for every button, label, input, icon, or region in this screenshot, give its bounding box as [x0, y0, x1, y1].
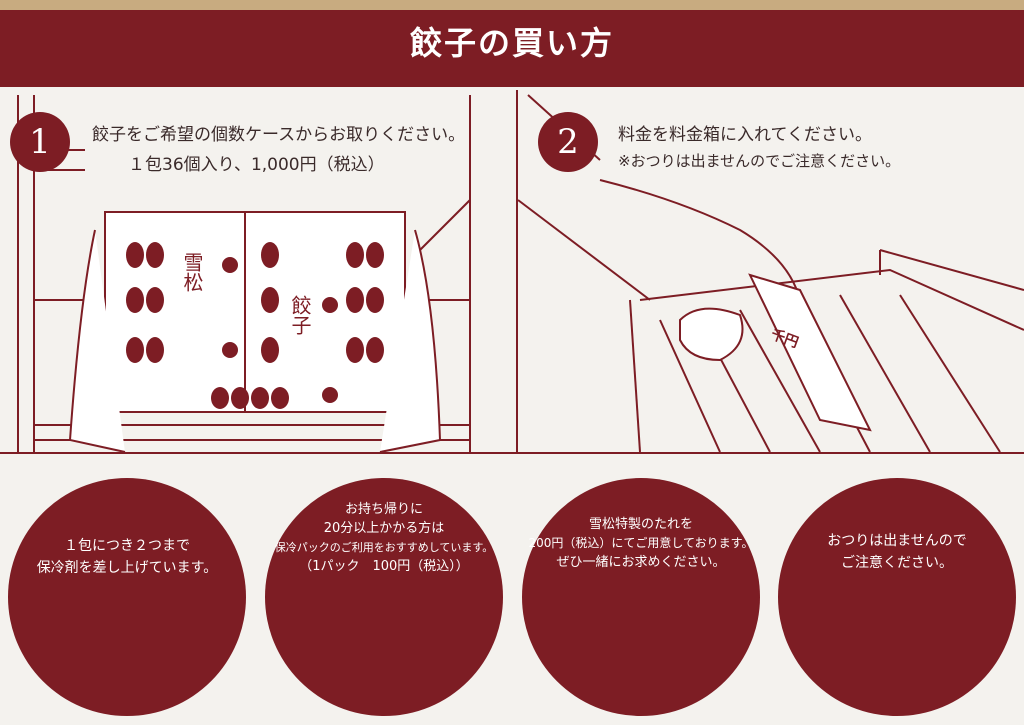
step1-number: 1 — [10, 112, 70, 172]
circle1-line1: １包につき２つまで — [64, 538, 190, 554]
money-box-illustration — [517, 94, 1024, 453]
circle3-line1: 雪松特製のたれを — [588, 517, 693, 532]
page-title: 餃子の買い方 — [409, 24, 614, 62]
wood-edge — [0, 0, 1024, 10]
circle-ice-pack — [8, 478, 246, 716]
circle2-line4: （1パック 100円（税込）） — [299, 559, 469, 574]
circle3-line3: ぜひ一緒にお求めください。 — [556, 555, 726, 570]
step1-panel — [0, 90, 518, 452]
divider — [0, 452, 1024, 454]
circle4-line1: おつりは出ませんので — [827, 533, 967, 549]
circle-no-change — [778, 478, 1016, 716]
circle2-line3: 保冷パックのご利用をおすすめしています。 — [274, 541, 494, 554]
gyoza-package-illustration — [68, 211, 442, 453]
circle2-line1: お持ち帰りに — [344, 502, 423, 517]
circle4-line2: ご注意ください。 — [841, 555, 953, 571]
circle1-text: １包につき２つまで 保冷剤を差し上げています。 — [8, 535, 246, 579]
title-banner — [0, 10, 1024, 87]
circle-cooler-bag — [265, 478, 503, 716]
step1-line1: 餃子をご希望の個数ケースからお取りください。 — [92, 125, 466, 145]
step2-line1: 料金を料金箱に入れてください。 — [618, 125, 872, 145]
circle2-text: お持ち帰りに 20分以上かかる方は 保冷パックのご利用をおすすめしています。 （… — [265, 500, 503, 576]
circle-sauce — [522, 478, 760, 716]
step1-line2: １包36個入り、1,000円（税込） — [128, 155, 385, 175]
step2-line2: ※おつりは出ませんのでご注意ください。 — [618, 152, 901, 170]
step2-number: 2 — [538, 112, 598, 172]
circle2-line2: 20分以上かかる方は — [323, 521, 445, 536]
package-brand: 雪松 — [180, 252, 204, 292]
circle3-line2: 200円（税込）にてご用意しております。 — [528, 536, 754, 550]
circle4-text: おつりは出ませんので ご注意ください。 — [778, 530, 1016, 574]
package-item: 餃子 — [288, 295, 312, 335]
circle3-text: 雪松特製のたれを 200円（税込）にてご用意しております。 ぜひ一緒にお求めくだ… — [522, 515, 760, 572]
circle1-line2: 保冷剤を差し上げています。 — [36, 560, 218, 576]
